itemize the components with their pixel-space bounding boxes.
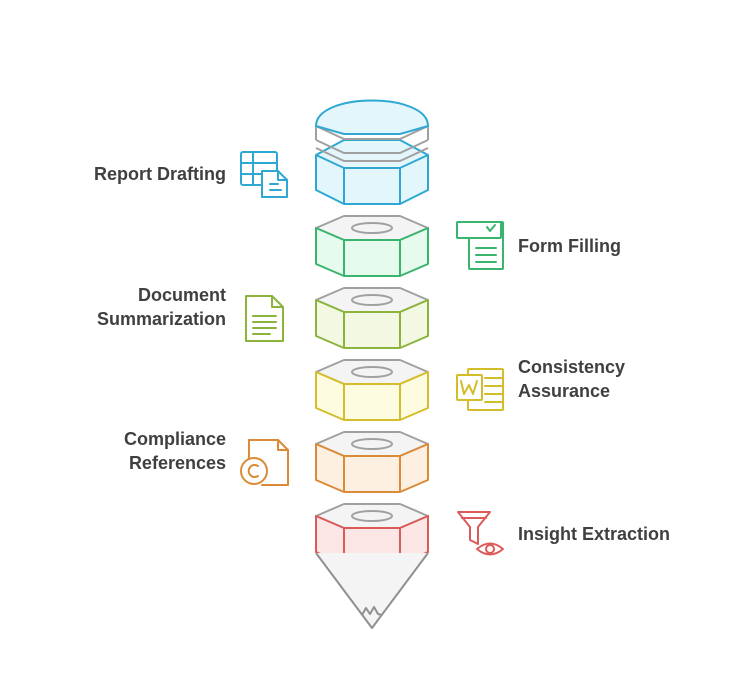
label-consistency-assurance: Consistency Assurance: [518, 357, 626, 401]
filter-eye-icon: [457, 511, 504, 556]
spreadsheet-document-icon: [240, 151, 288, 198]
pencil-tip: [315, 552, 429, 629]
label-compliance-references: Compliance References: [123, 429, 226, 473]
pencil-segment-consistency-assurance: [315, 359, 429, 421]
pencil-segment-document-summarization: [315, 287, 429, 349]
document-lines-icon: [245, 295, 284, 342]
pencil-segment-compliance-references: [315, 431, 429, 493]
pencil-segment-form-filling: [315, 215, 429, 277]
copyright-document-icon: [240, 439, 289, 486]
word-document-icon: [456, 368, 504, 411]
form-checklist-icon: [456, 221, 504, 270]
pencil-segment-insight-extraction: [315, 503, 429, 565]
label-document-summarization: Document Summarization: [96, 285, 226, 329]
label-form-filling: Form Filling: [518, 236, 621, 256]
label-report-drafting: Report Drafting: [94, 164, 226, 184]
pencil-cap: [315, 99, 429, 205]
label-insight-extraction: Insight Extraction: [518, 524, 671, 544]
